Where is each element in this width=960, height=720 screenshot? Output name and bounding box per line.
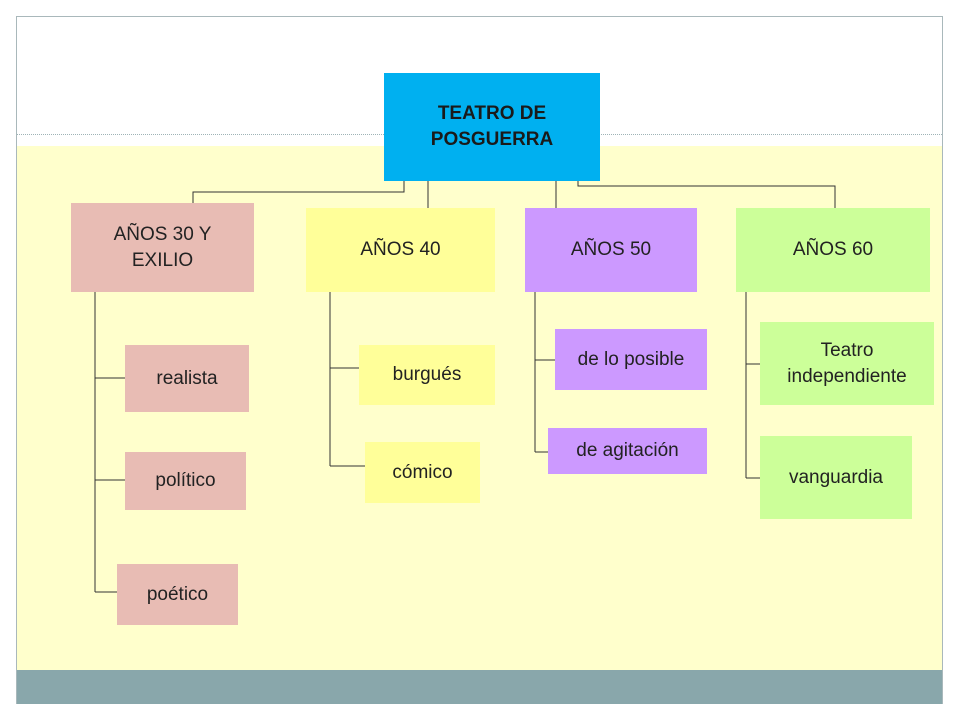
branch-node-anos-40: AÑOS 40 xyxy=(306,208,495,292)
branch-label: AÑOS 60 xyxy=(792,239,874,261)
connector-root-to-anos-60 xyxy=(577,181,836,208)
leaf-node-realista: realista xyxy=(125,345,249,412)
leaf-label: de agitación xyxy=(576,440,679,462)
leaf-label: burgués xyxy=(392,364,462,386)
leaf-label: poético xyxy=(146,583,209,605)
connector-root-to-anos-30 xyxy=(192,181,405,203)
leaf-node-burgues: burgués xyxy=(359,345,495,405)
branch-label: AÑOS 30 Y EXILIO xyxy=(113,223,212,271)
leaf-node-comico: cómico xyxy=(365,442,480,503)
leaf-node-de-lo-posible: de lo posible xyxy=(555,329,707,390)
branch-label: AÑOS 40 xyxy=(360,239,441,261)
branch-node-anos-60: AÑOS 60 xyxy=(736,208,930,292)
slide-footer-bar xyxy=(17,670,942,704)
leaf-node-vanguardia: vanguardia xyxy=(760,436,912,519)
branch-node-anos-30: AÑOS 30 Y EXILIO xyxy=(71,203,254,292)
leaf-label: Teatro independiente xyxy=(787,339,907,387)
leaf-node-teatro-independiente: Teatro independiente xyxy=(760,322,934,405)
leaf-label: de lo posible xyxy=(577,348,685,370)
leaf-label: político xyxy=(155,470,216,492)
branch-node-anos-50: AÑOS 50 xyxy=(525,208,697,292)
leaf-label: realista xyxy=(156,367,218,389)
branch-label: AÑOS 50 xyxy=(570,239,652,261)
leaf-node-poetico: poético xyxy=(117,564,238,625)
leaf-node-politico: político xyxy=(125,452,246,510)
root-node-label: TEATRO DE POSGUERRA xyxy=(430,103,554,150)
leaf-label: vanguardia xyxy=(788,466,884,488)
leaf-label: cómico xyxy=(392,461,453,483)
root-node: TEATRO DE POSGUERRA xyxy=(384,73,600,181)
leaf-node-de-agitacion: de agitación xyxy=(548,428,707,474)
